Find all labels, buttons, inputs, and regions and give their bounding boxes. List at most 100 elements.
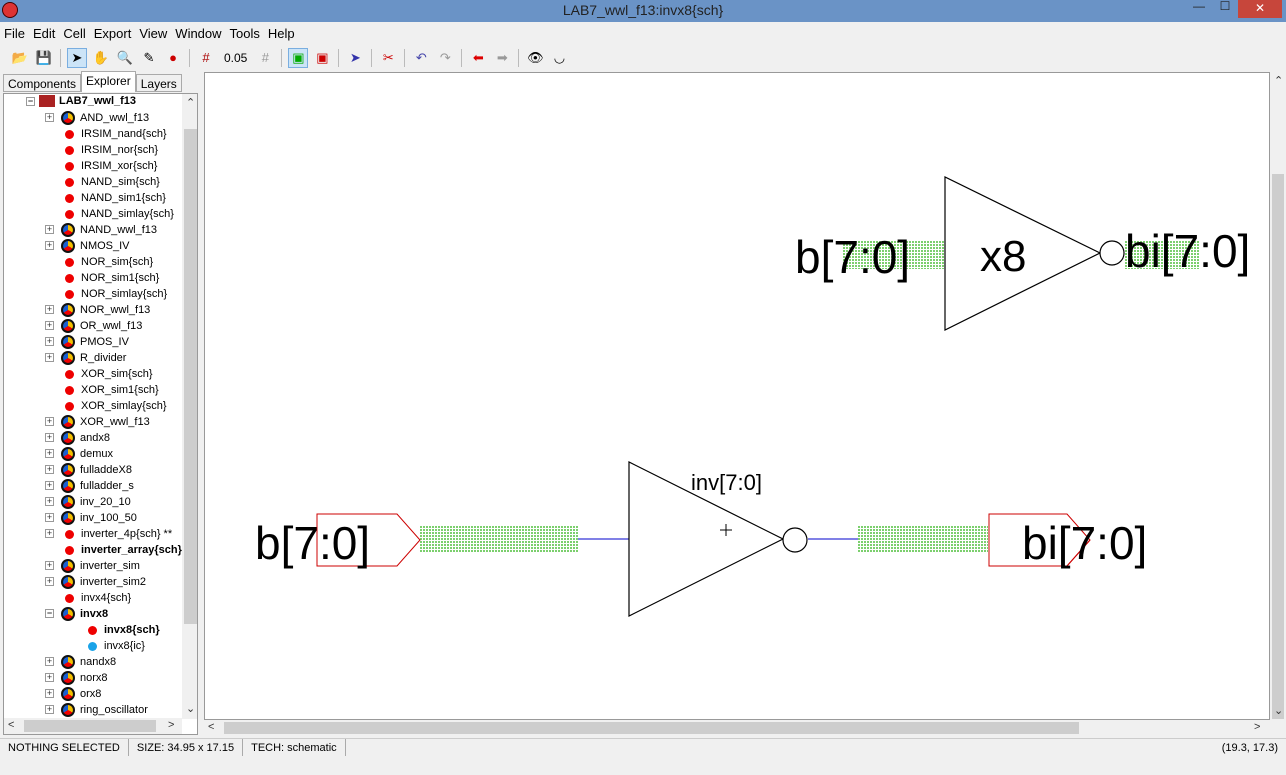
expand-icon[interactable]: +	[45, 320, 54, 330]
tree-item[interactable]: +inverter_sim2	[45, 574, 146, 590]
menu-edit[interactable]: Edit	[32, 26, 56, 41]
tree-item[interactable]: NAND_sim{sch}	[61, 174, 160, 190]
tree-root[interactable]: − LAB7_wwl_f13	[26, 95, 137, 107]
tree-item[interactable]: +inv_20_10	[45, 494, 131, 510]
tab-layers[interactable]: Layers	[135, 74, 182, 92]
undo-icon[interactable]: ↶	[415, 49, 427, 65]
tab-explorer[interactable]: Explorer	[81, 71, 136, 92]
menu-cell[interactable]: Cell	[63, 26, 86, 41]
input-bus-wire[interactable]	[420, 526, 578, 553]
expand-icon[interactable]: +	[45, 560, 54, 570]
expand-icon[interactable]: +	[45, 512, 54, 522]
tree-item[interactable]: +PMOS_IV	[45, 334, 129, 350]
menu-view[interactable]: View	[139, 26, 168, 41]
outline-edit-icon[interactable]: ✎	[143, 49, 155, 65]
output-bus-wire[interactable]	[858, 526, 988, 553]
canvas-vertical-scrollbar[interactable]: ⌃⌄	[1270, 72, 1286, 720]
menu-window[interactable]: Window	[175, 26, 222, 41]
input-port[interactable]: b[7:0]	[255, 513, 421, 569]
full-instance-icon[interactable]: ▣	[288, 47, 309, 68]
expand-icon[interactable]: +	[45, 656, 54, 666]
menu-tools[interactable]: Tools	[229, 26, 260, 41]
tree-item[interactable]: +OR_wwl_f13	[45, 318, 142, 334]
expand-icon[interactable]: +	[45, 416, 54, 426]
maximize-button[interactable]: ☐	[1219, 0, 1231, 13]
tree-item[interactable]: −invx8	[45, 606, 108, 622]
select-special-icon[interactable]: ➤	[349, 49, 361, 65]
tree-item[interactable]: NOR_sim{sch}	[61, 254, 153, 270]
inverter-icon-symbol[interactable]: b[7:0] x8 bi[7:0]	[795, 176, 1250, 331]
tree-item[interactable]: NOR_sim1{sch}	[61, 270, 159, 286]
schematic-canvas[interactable]: b[7:0] x8 bi[7:0] inv[7:0] b[7:0] bi[7:0…	[204, 72, 1270, 720]
canvas-horizontal-scrollbar[interactable]: <>	[204, 720, 1270, 736]
expand-icon[interactable]: +	[45, 240, 54, 250]
close-button[interactable]: ✕	[1238, 0, 1282, 18]
eye-closed-icon[interactable]: ◡	[553, 49, 566, 65]
save-icon[interactable]: 💾	[35, 49, 53, 65]
tree-item[interactable]: +inv_100_50	[45, 510, 137, 526]
expand-icon[interactable]: +	[45, 304, 54, 314]
tree-vertical-scrollbar[interactable]: ⌃⌄	[182, 94, 197, 719]
expand-icon[interactable]: +	[45, 480, 54, 490]
grid-increase-icon[interactable]: #	[202, 50, 210, 65]
tree-item[interactable]: inverter_array{sch}	[61, 542, 182, 558]
tree-item[interactable]: +NAND_wwl_f13	[45, 222, 157, 238]
tree-item[interactable]: +XOR_wwl_f13	[45, 414, 150, 430]
tree-item[interactable]: +inverter_sim	[45, 558, 140, 574]
zoom-magnifier-icon[interactable]: 🔍	[116, 49, 134, 65]
tree-item[interactable]: +fulladder_s	[45, 478, 134, 494]
expand-icon[interactable]: +	[45, 528, 54, 538]
menu-file[interactable]: File	[4, 26, 25, 41]
inverter-gate[interactable]: inv[7:0]	[420, 461, 988, 617]
pan-hand-icon[interactable]: ✋	[92, 49, 110, 65]
tree-item[interactable]: +orx8	[45, 686, 101, 702]
tree-horizontal-scrollbar[interactable]: <>	[4, 718, 182, 734]
tree-item[interactable]: NAND_sim1{sch}	[61, 190, 166, 206]
tree-item[interactable]: IRSIM_xor{sch}	[61, 158, 157, 174]
tree-item[interactable]: XOR_simlay{sch}	[61, 398, 167, 414]
tree-item[interactable]: +andx8	[45, 430, 110, 446]
forward-arrow-icon[interactable]: ➡	[496, 49, 508, 65]
expand-icon[interactable]: +	[45, 112, 54, 122]
tree-item[interactable]: +fulladdeX8	[45, 462, 132, 478]
collapse-icon[interactable]: −	[45, 608, 54, 618]
tree-item[interactable]: +nandx8	[45, 654, 116, 670]
tree-item[interactable]: +NMOS_IV	[45, 238, 130, 254]
tree-item[interactable]: +ring_oscillator	[45, 702, 148, 718]
tree-item[interactable]: +inverter_4p{sch} **	[45, 526, 172, 542]
tree-item[interactable]: invx4{sch}	[61, 590, 131, 606]
tools-icon[interactable]: ✂	[382, 49, 394, 65]
tree-item[interactable]: IRSIM_nor{sch}	[61, 142, 158, 158]
menu-export[interactable]: Export	[93, 26, 132, 41]
select-arrow-icon[interactable]: ➤	[67, 47, 87, 68]
expand-icon[interactable]: +	[45, 688, 54, 698]
tree-item[interactable]: +R_divider	[45, 350, 126, 366]
tree-item[interactable]: NOR_simlay{sch}	[61, 286, 167, 302]
measure-icon[interactable]: ●	[169, 50, 177, 65]
tree-item[interactable]: NAND_simlay{sch}	[61, 206, 174, 222]
expand-icon[interactable]: +	[45, 352, 54, 362]
tree-item[interactable]: +norx8	[45, 670, 108, 686]
partial-instance-icon[interactable]: ▣	[316, 49, 329, 65]
expand-icon[interactable]: +	[45, 336, 54, 346]
expand-icon[interactable]: +	[45, 432, 54, 442]
tab-components[interactable]: Components	[3, 74, 82, 92]
expand-icon[interactable]: +	[45, 576, 54, 586]
tree-item[interactable]: +AND_wwl_f13	[45, 110, 149, 126]
tree-item[interactable]: +NOR_wwl_f13	[45, 302, 150, 318]
expand-icon[interactable]: +	[45, 496, 54, 506]
minimize-button[interactable]: —	[1193, 0, 1205, 13]
redo-icon[interactable]: ↷	[439, 49, 451, 65]
eye-icon[interactable]: 👁	[527, 49, 544, 65]
open-folder-icon[interactable]: 📂	[11, 49, 29, 65]
output-port[interactable]: bi[7:0]	[988, 513, 1147, 569]
back-arrow-icon[interactable]: ⬅	[472, 49, 484, 65]
expand-icon[interactable]: +	[45, 464, 54, 474]
tree-item[interactable]: invx8{ic}	[84, 638, 145, 654]
expand-icon[interactable]: +	[45, 224, 54, 234]
tree-item[interactable]: IRSIM_nand{sch}	[61, 126, 167, 142]
tree-item[interactable]: +demux	[45, 446, 113, 462]
expand-icon[interactable]: +	[45, 672, 54, 682]
tree-item[interactable]: XOR_sim{sch}	[61, 366, 153, 382]
tree-item[interactable]: XOR_sim1{sch}	[61, 382, 159, 398]
